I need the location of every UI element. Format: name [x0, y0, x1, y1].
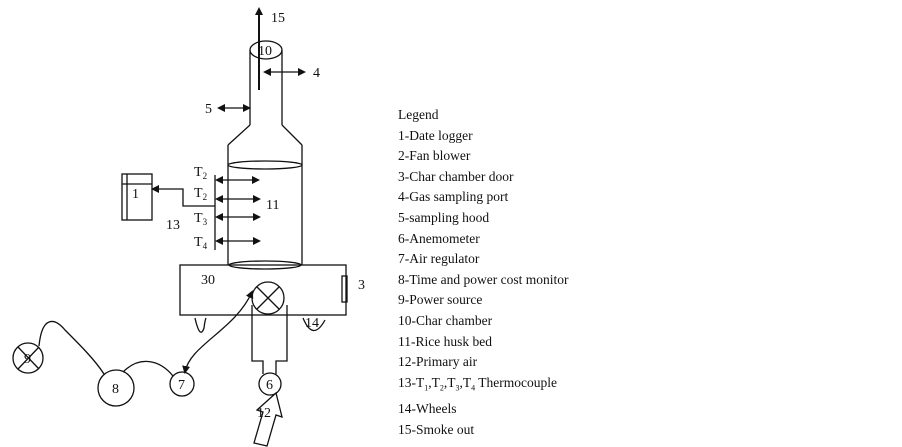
- label-1: 1: [132, 187, 139, 202]
- label-7: 7: [178, 378, 185, 393]
- label-t4: T4: [194, 235, 208, 251]
- label-9: 9: [24, 352, 31, 367]
- label-t2b: T2: [194, 186, 207, 202]
- power-source: [12, 342, 44, 374]
- label-15: 15: [271, 11, 285, 26]
- legend-item: 12-Primary air: [398, 354, 478, 370]
- label-4: 4: [313, 66, 320, 81]
- legend-item: 9-Power source: [398, 292, 483, 308]
- char-chamber: [227, 40, 303, 146]
- label-13: 13: [166, 218, 180, 233]
- legend-item: 14-Wheels: [398, 401, 457, 416]
- label-3: 3: [358, 278, 365, 293]
- legend: Legend 1-Date logger 2-Fan blower 3-Char…: [398, 105, 568, 440]
- thermocouple-probes: [151, 175, 261, 250]
- label-10: 10: [258, 44, 272, 59]
- label-6: 6: [266, 378, 273, 393]
- wire-8-7: [122, 360, 174, 377]
- fan-blower: [251, 281, 285, 315]
- diagram-labels: 15 10 4 5 11 13 1 30 3 14 6 12 7 8 9 T2 …: [24, 11, 365, 421]
- anemometer-circle: [258, 372, 282, 396]
- data-logger-box: [121, 173, 153, 221]
- legend-item: 8-Time and power cost monitor: [398, 271, 569, 287]
- wire-7-fan: [182, 290, 254, 374]
- legend-item: 15-Smoke out: [398, 421, 475, 437]
- label-t2a: T2: [194, 165, 207, 181]
- monitor-circle: [97, 369, 135, 407]
- label-11: 11: [266, 198, 279, 213]
- air-regulator-circle: [169, 371, 195, 397]
- legend-item-13: 13-T1,T2,T3,T4 Thermocouple: [398, 374, 557, 393]
- legend-item: 3-Char chamber door: [398, 168, 514, 184]
- legend-item: 10-Char chamber: [398, 312, 493, 328]
- base-chamber: [179, 264, 347, 316]
- legend-item: 5-sampling hood: [398, 209, 490, 225]
- legend-item: 1-Date logger: [398, 127, 473, 143]
- label-30: 30: [201, 273, 215, 288]
- legend-item: 4-Gas sampling port: [398, 189, 509, 205]
- legend-item: 2-Fan blower: [398, 148, 471, 164]
- legend-item: 11-Rice husk bed: [398, 333, 492, 349]
- legend-item: 6-Anemometer: [398, 230, 480, 246]
- wire-9-8: [38, 320, 105, 375]
- label-t3: T3: [194, 211, 208, 227]
- char-chamber-door: [341, 275, 348, 303]
- label-12: 12: [257, 406, 271, 421]
- label-5: 5: [205, 102, 212, 117]
- label-14: 14: [305, 316, 319, 331]
- label-8: 8: [112, 382, 119, 397]
- reactor-body: [227, 145, 303, 270]
- legend-title: Legend: [398, 107, 439, 122]
- primary-air-arrow: [253, 391, 283, 447]
- legend-item: 7-Air regulator: [398, 251, 480, 267]
